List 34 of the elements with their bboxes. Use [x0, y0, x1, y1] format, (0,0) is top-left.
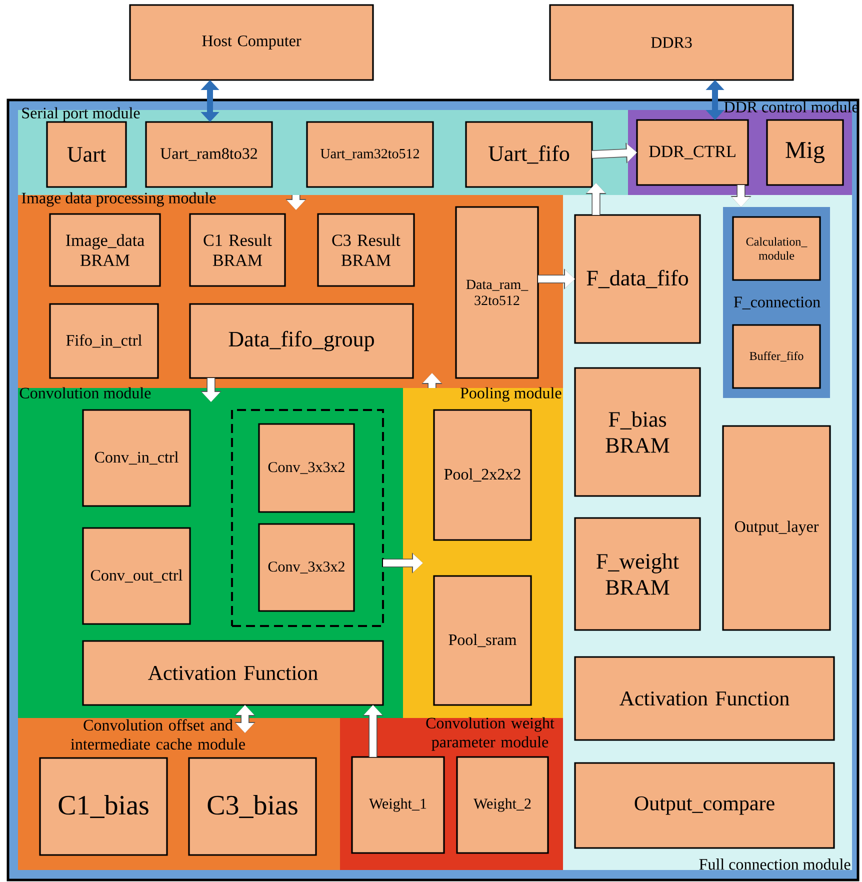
module-block: Calculation_ module	[732, 216, 821, 281]
dashed-group	[231, 409, 384, 627]
module-block: Image_data BRAM	[49, 213, 161, 287]
module-block: Uart_ram8to32	[145, 121, 273, 188]
module-block: Data_ram_ 32to512	[455, 206, 539, 379]
module-block: Fifo_in_ctrl	[49, 303, 159, 379]
module-block: Host Computer	[129, 4, 374, 81]
module-block: Mig	[766, 119, 844, 186]
module-block: Conv_3x3x2	[258, 423, 355, 513]
module-block: Uart_ram32to512	[306, 121, 434, 188]
module-block: Weight_1	[351, 756, 445, 854]
module-block: C3 Result BRAM	[317, 213, 415, 287]
module-block: Activation Function	[82, 640, 384, 706]
module-block: F_bias BRAM	[574, 367, 701, 497]
module-block: F_weight BRAM	[574, 517, 701, 631]
module-block: Pool_sram	[433, 575, 532, 706]
module-block: DDR3	[549, 4, 794, 81]
module-block: Conv_out_ctrl	[82, 527, 191, 625]
module-block: DDR_CTRL	[636, 119, 749, 186]
module-block: Output_layer	[722, 425, 831, 631]
module-block: Uart	[46, 121, 127, 188]
module-block: C1 Result BRAM	[189, 213, 286, 287]
module-block: C1_bias	[39, 757, 168, 856]
module-block: C3_bias	[188, 757, 317, 856]
module-block: Weight_2	[456, 756, 549, 854]
module-block: Output_compare	[574, 762, 835, 849]
module-block: Uart_fifo	[465, 121, 593, 188]
module-block: Pool_2x2x2	[433, 409, 532, 541]
module-block: F_data_fifo	[574, 214, 701, 344]
module-block: Activation Function	[574, 656, 835, 741]
module-block: Buffer_fifo	[732, 324, 821, 389]
module-block: Conv_in_ctrl	[82, 409, 191, 507]
module-block: Data_fifo_group	[189, 303, 414, 379]
module-block: Conv_3x3x2	[258, 523, 355, 612]
